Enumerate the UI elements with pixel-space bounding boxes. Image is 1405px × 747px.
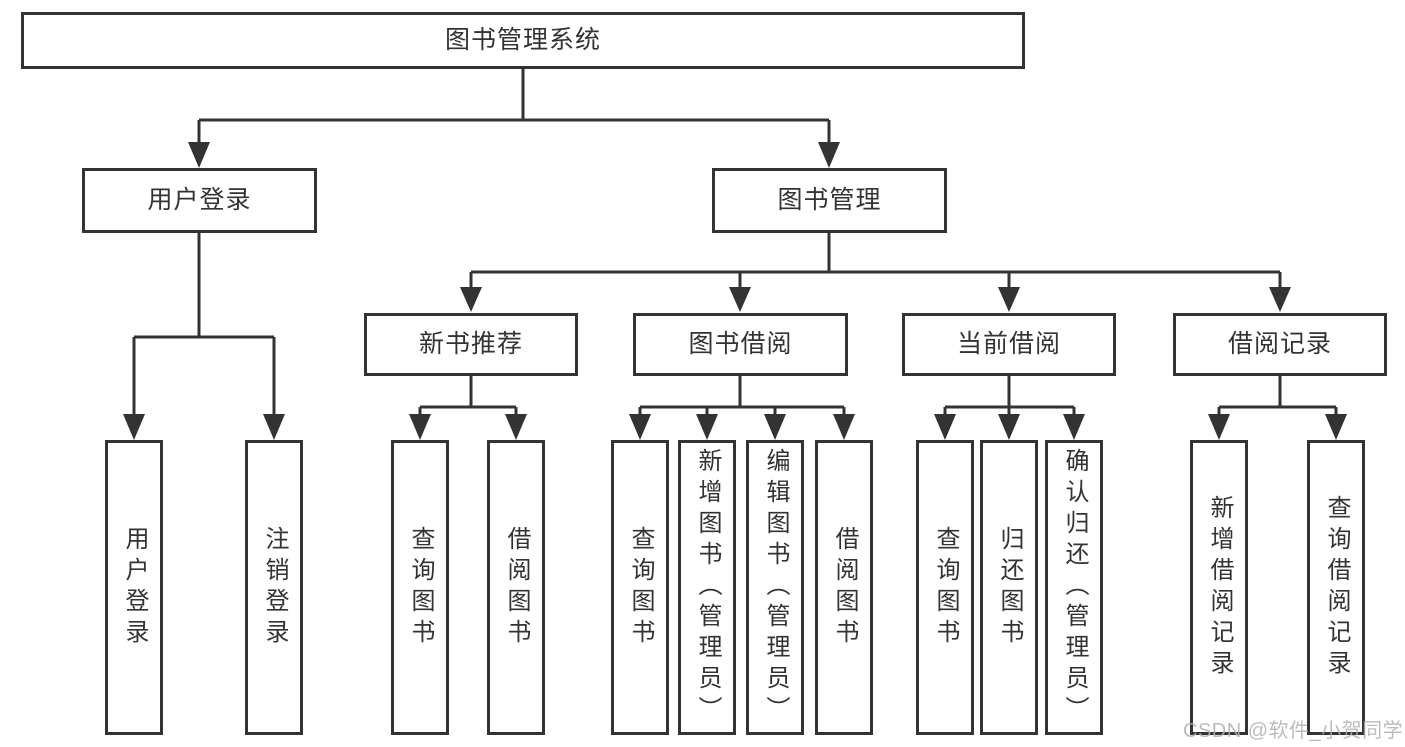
arrow-down-icon <box>934 414 956 440</box>
arrow-down-icon <box>764 414 786 440</box>
connector-current-borrow-children <box>934 376 1085 440</box>
leaf-return-books: 归还图书 <box>980 440 1038 735</box>
leaf-user-login: 用户登录 <box>105 440 163 735</box>
arrow-down-icon <box>505 414 527 440</box>
leaf-confirm-return-admin: 确认归还（管理员） <box>1045 440 1103 735</box>
arrow-down-icon <box>629 414 651 440</box>
node-current-borrow: 当前借阅 <box>902 313 1116 376</box>
connector-book-borrow-children <box>629 376 855 440</box>
leaf-query-books-recommend: 查询图书 <box>391 440 449 735</box>
connector-new-book-children <box>409 376 527 440</box>
arrow-down-icon <box>998 287 1020 312</box>
arrow-down-icon <box>696 414 718 440</box>
connector-borrow-records-children <box>1208 376 1347 440</box>
leaf-add-borrow-record: 新增借阅记录 <box>1190 440 1248 735</box>
arrow-down-icon <box>1325 414 1347 440</box>
arrow-down-icon <box>833 414 855 440</box>
node-book-management: 图书管理 <box>712 168 947 233</box>
node-user-login: 用户登录 <box>82 168 317 233</box>
arrow-down-icon <box>998 414 1020 440</box>
arrow-down-icon <box>1063 414 1085 440</box>
node-book-borrow: 图书借阅 <box>633 313 848 376</box>
node-new-book-recommend: 新书推荐 <box>364 313 578 376</box>
connector-root-to-level2 <box>188 69 840 168</box>
leaf-borrow-books: 借阅图书 <box>815 440 873 735</box>
connector-user-login-children <box>123 233 285 440</box>
leaf-edit-book-admin: 编辑图书（管理员） <box>746 440 804 735</box>
watermark: CSDN @软件_小贺同学 <box>1183 720 1404 742</box>
node-library-management-system: 图书管理系统 <box>21 12 1025 69</box>
arrow-down-icon <box>1208 414 1230 440</box>
connector-book-management-children <box>460 233 1291 312</box>
leaf-query-books-current: 查询图书 <box>916 440 974 735</box>
leaf-query-books-borrow: 查询图书 <box>611 440 669 735</box>
leaf-borrow-books-recommend: 借阅图书 <box>487 440 545 735</box>
arrow-down-icon <box>409 414 431 440</box>
arrow-down-icon <box>188 142 210 168</box>
node-borrow-records: 借阅记录 <box>1173 313 1387 376</box>
arrow-down-icon <box>460 287 482 312</box>
leaf-add-book-admin: 新增图书（管理员） <box>678 440 736 735</box>
arrow-down-icon <box>263 414 285 440</box>
arrow-down-icon <box>123 414 145 440</box>
leaf-query-borrow-record: 查询借阅记录 <box>1307 440 1365 735</box>
arrow-down-icon <box>1269 287 1291 312</box>
leaf-logout: 注销登录 <box>245 440 303 735</box>
arrow-down-icon <box>818 142 840 168</box>
arrow-down-icon <box>729 287 751 312</box>
